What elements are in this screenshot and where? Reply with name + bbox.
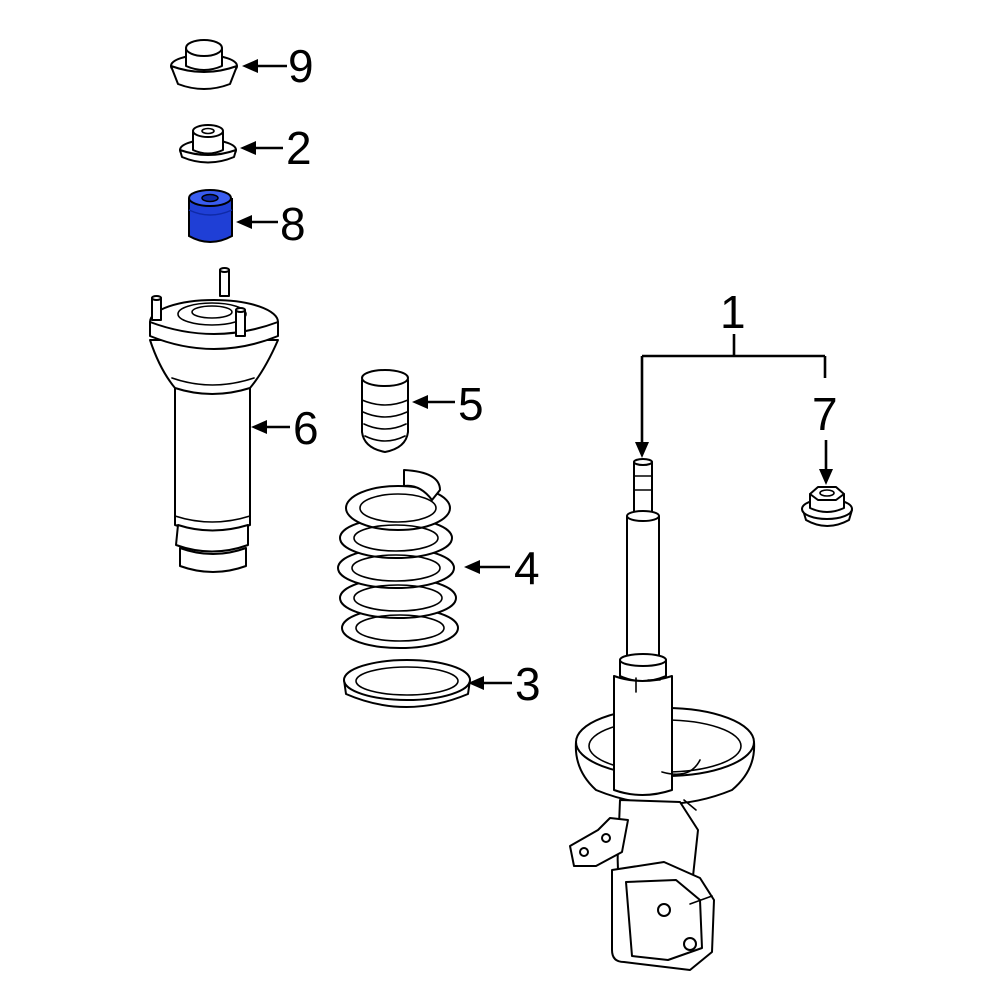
callout-6: 6 <box>293 402 319 454</box>
callout-1: 1 <box>720 286 746 338</box>
callout-2: 2 <box>286 122 312 174</box>
callout-4: 4 <box>514 542 540 594</box>
part-9-mount-cap[interactable] <box>170 39 238 90</box>
part-5-bump-stop[interactable] <box>361 369 409 453</box>
callout-3: 3 <box>515 658 541 710</box>
callout-labels: 9 2 8 6 5 4 3 1 7 <box>280 40 838 710</box>
callout-8: 8 <box>280 198 306 250</box>
part-3-spring-seat[interactable] <box>343 659 471 708</box>
callout-5: 5 <box>458 378 484 430</box>
callout-9: 9 <box>288 40 314 92</box>
part-1-strut-assembly[interactable] <box>569 458 756 971</box>
part-4-coil-spring[interactable] <box>337 469 459 649</box>
part-6-mount-boot[interactable] <box>149 267 279 573</box>
part-2-bushing[interactable] <box>179 124 237 164</box>
leader-lines <box>236 59 833 690</box>
callout-7: 7 <box>812 388 838 440</box>
part-7-flange-nut[interactable] <box>801 486 853 527</box>
part-8-spacer-highlighted[interactable] <box>188 189 233 243</box>
